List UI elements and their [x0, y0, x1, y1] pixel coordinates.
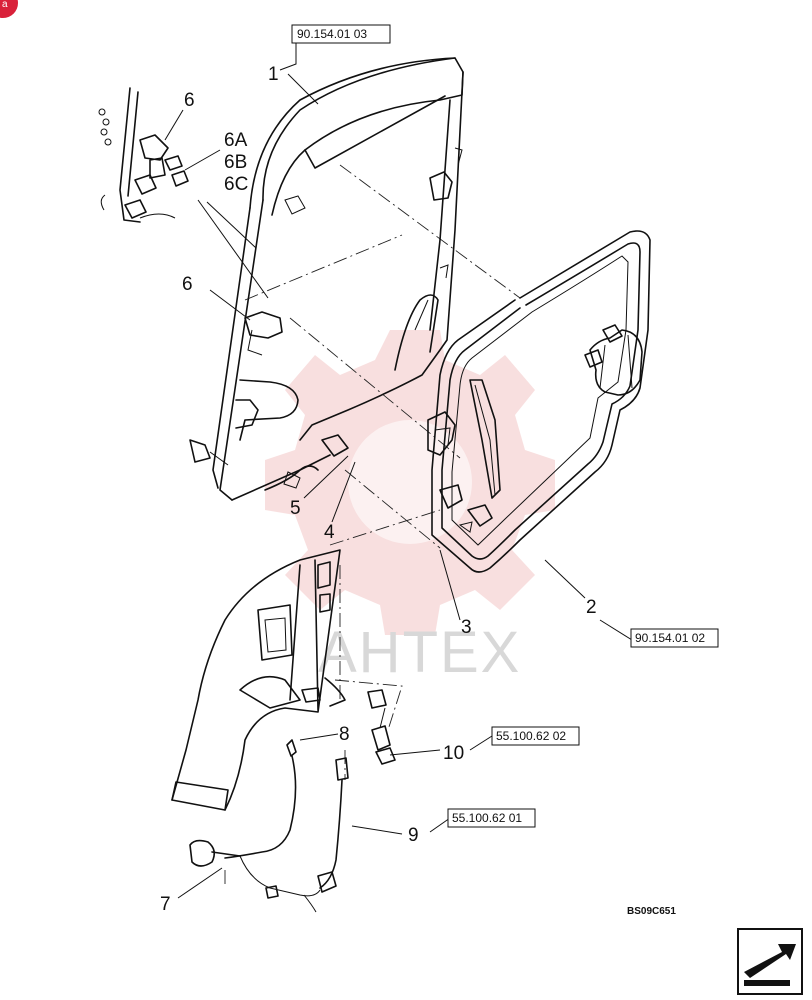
- callout-4: 4: [324, 522, 335, 543]
- callout-10: 10: [443, 743, 464, 764]
- callout-8: 8: [339, 724, 350, 745]
- reference-part-10: 55.100.62 02: [496, 729, 566, 743]
- callout-9: 9: [408, 825, 419, 846]
- reference-part-1: 90.154.01 03: [297, 27, 367, 41]
- door-frame: [189, 57, 464, 501]
- assembly-lines: [224, 164, 521, 885]
- callout-1: 1: [268, 64, 279, 85]
- drawing-code: BS09C651: [627, 906, 676, 917]
- callout-6-top: 6: [184, 90, 195, 111]
- reference-boxes: 90.154.01 03 90.154.01 02 55.100.62 02 5…: [291, 24, 719, 828]
- svg-text:a: a: [2, 0, 8, 10]
- hinge-detail: [98, 87, 189, 223]
- door-glass: [431, 230, 651, 573]
- callout-6b: 6B: [224, 152, 247, 173]
- reference-part-2: 90.154.01 02: [635, 631, 705, 645]
- next-page-arrow-icon[interactable]: [737, 928, 803, 995]
- callout-6-mid: 6: [182, 274, 193, 295]
- callout-6a: 6A: [224, 130, 248, 151]
- watermark-text: AHTEX: [318, 620, 521, 685]
- striker-detail: [334, 679, 403, 765]
- callout-2: 2: [586, 597, 597, 618]
- callout-7: 7: [160, 894, 171, 915]
- cable-harness: [189, 739, 349, 913]
- callout-6c: 6C: [224, 174, 248, 195]
- lower-panel: [171, 549, 346, 811]
- callout-3: 3: [461, 617, 472, 638]
- callouts: 1 6 6A 6B 6C 6 5 4 3 2 8 10 9 7: [160, 64, 597, 915]
- reference-part-9: 55.100.62 01: [452, 811, 522, 825]
- leader-lines: [164, 40, 633, 899]
- latch-assembly: [427, 379, 501, 533]
- callout-5: 5: [290, 498, 301, 519]
- watermark: AHTEX: [265, 330, 555, 685]
- corner-badge: a: [0, 0, 18, 18]
